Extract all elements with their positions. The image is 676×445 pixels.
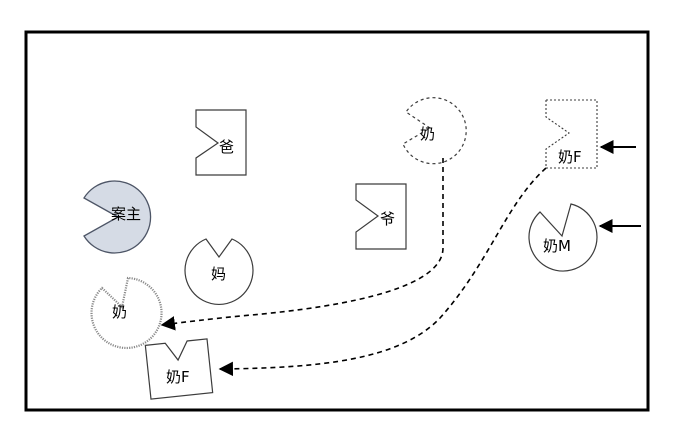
grandma-moved-shape bbox=[90, 276, 163, 350]
grandma-f-moved-shape bbox=[144, 338, 214, 400]
grandma-m-shape bbox=[528, 203, 598, 272]
grandma-f-move-arrow bbox=[218, 167, 547, 377]
father-shape bbox=[195, 109, 247, 176]
grandma-ghost-shape bbox=[402, 97, 467, 165]
grandma-f-moved-label: 奶F bbox=[166, 368, 190, 386]
grandma-moved-label: 奶 bbox=[112, 303, 127, 321]
grandpa-label: 爷 bbox=[380, 210, 395, 228]
client-shape bbox=[83, 180, 152, 254]
grandma-ghost-label: 奶 bbox=[420, 125, 435, 143]
grandma-f-ghost-label: 奶F bbox=[558, 148, 582, 166]
grandma-f-ghost-shape bbox=[545, 99, 598, 169]
diagram-frame bbox=[24, 30, 650, 412]
mother-label: 妈 bbox=[211, 265, 226, 283]
grandma-m-label: 奶M bbox=[543, 237, 571, 255]
mother-shape bbox=[184, 238, 254, 305]
father-label: 爸 bbox=[219, 138, 234, 156]
grandma-move-arrow bbox=[160, 158, 444, 331]
client-label: 案主 bbox=[111, 205, 141, 223]
grandpa-shape bbox=[355, 183, 407, 250]
